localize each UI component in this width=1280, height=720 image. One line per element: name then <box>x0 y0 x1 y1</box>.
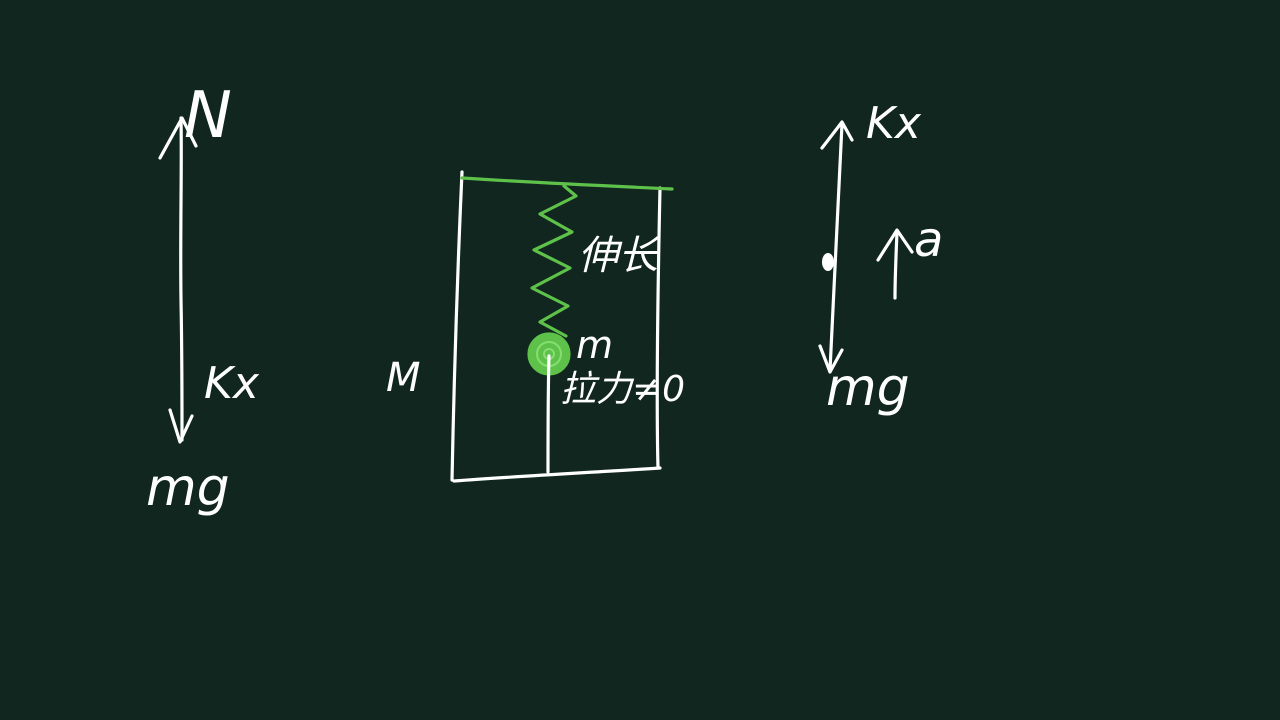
box-mass-label: M <box>386 355 421 401</box>
right-body-point <box>822 253 834 271</box>
box-apparatus <box>450 170 674 483</box>
right-vertical-line <box>828 122 844 372</box>
string-line <box>546 354 551 474</box>
right-up-arrow-head <box>820 120 854 150</box>
left-weight-label: mg <box>146 458 230 518</box>
string-tension-note: 拉力≠0 <box>560 369 686 410</box>
left-vertical-line <box>179 116 184 442</box>
left-up-arrow-head <box>158 116 198 160</box>
left-free-body-diagram <box>158 116 198 444</box>
right-free-body-diagram <box>818 120 914 374</box>
spring-coil <box>530 184 578 338</box>
acceleration-arrow-head <box>876 228 914 262</box>
right-weight-label: mg <box>826 358 910 418</box>
right-acceleration-label: a <box>914 212 944 268</box>
left-spring-force-label: Kx <box>204 358 259 409</box>
ball-mass-label: m <box>576 323 614 367</box>
box-bottom <box>452 466 662 483</box>
box-left-wall <box>450 170 464 482</box>
right-spring-force-label: Kx <box>866 98 921 149</box>
spring-stretched-note: 伸长 <box>578 233 658 279</box>
left-down-arrow-head <box>168 408 194 444</box>
right-down-arrow-head <box>818 344 844 374</box>
box-right-wall <box>655 186 662 470</box>
box-top-ceiling <box>460 176 674 191</box>
acceleration-arrow-shaft <box>893 230 899 300</box>
left-normal-force-label: N <box>184 79 232 153</box>
